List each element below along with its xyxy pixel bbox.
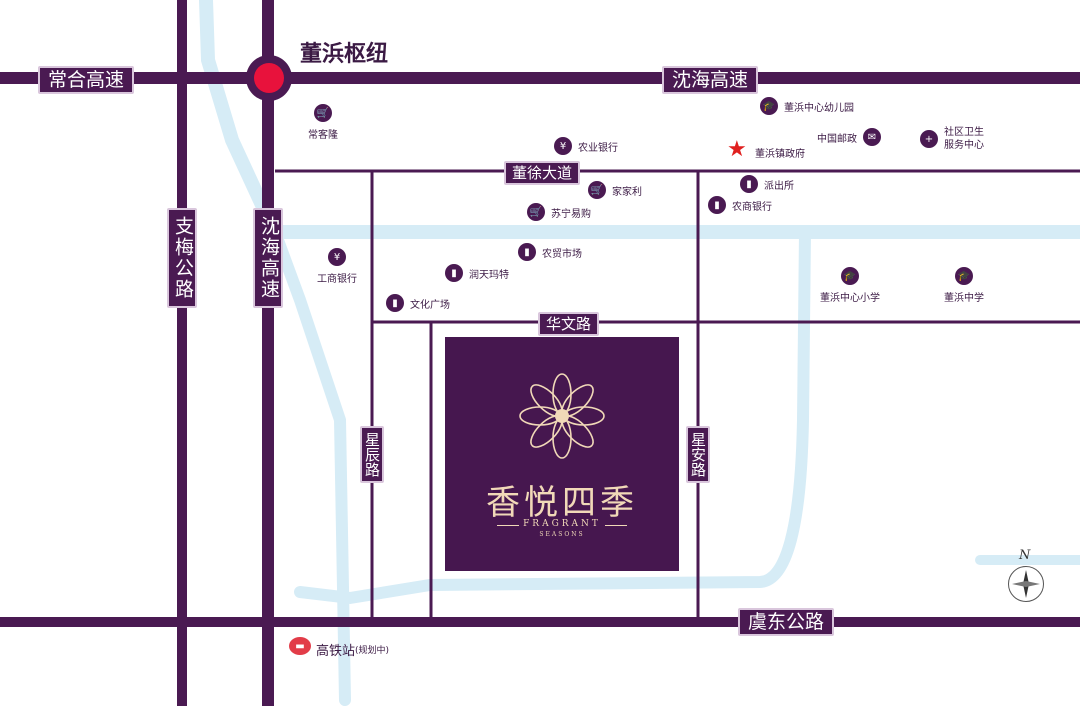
building-icon: ▮ xyxy=(445,264,463,282)
mortarboard-icon: 🎓 xyxy=(841,267,859,285)
label-zhimei: 支梅公路 xyxy=(167,208,197,308)
bank-icon: ¥ xyxy=(554,137,572,155)
poi-jiajiali: 🛒 家家利 xyxy=(588,181,642,199)
poi-nongye-bank: ¥ 农业银行 xyxy=(554,137,618,155)
poi-label: 家家利 xyxy=(612,186,642,198)
poi-label: 董浜中心小学 xyxy=(820,293,880,304)
poi-suning: 🛒 苏宁易购 xyxy=(527,203,591,221)
train-icon: ▬ xyxy=(289,637,311,655)
poi-label: 董浜镇政府 xyxy=(755,149,805,160)
poi-health-center: + 社区卫生服务中心 xyxy=(920,126,984,152)
river-loop xyxy=(294,226,811,605)
building-icon: ▮ xyxy=(708,196,726,214)
poi-label: 农贸市场 xyxy=(542,248,582,260)
poi-label: 董浜中心幼儿园 xyxy=(784,102,854,114)
poi-nongshang-bank: ▮ 农商银行 xyxy=(708,196,772,214)
poi-primary-school: 🎓 董浜中心小学 xyxy=(820,267,880,304)
river-main xyxy=(199,0,1080,239)
poi-label: 农商银行 xyxy=(732,201,772,213)
project-english-sub: SEASONS xyxy=(539,531,585,538)
project-english: FRAGRANT xyxy=(523,519,601,529)
cart-icon: 🛒 xyxy=(527,203,545,221)
poi-note: (规划中) xyxy=(355,646,390,656)
label-xingan: 星安路 xyxy=(686,426,710,483)
label-dongxu: 董徐大道 xyxy=(504,161,581,185)
poi-label: 派出所 xyxy=(764,180,794,192)
compass-north-label: N xyxy=(1019,548,1031,563)
divider-right xyxy=(605,525,627,526)
label-shenhai-vertical: 沈海高速 xyxy=(253,208,283,308)
poi-label: 董浜中学 xyxy=(944,293,984,304)
interchange-marker xyxy=(246,55,292,101)
poi-label: 社区卫生 xyxy=(944,127,984,138)
poi-label: 服务中心 xyxy=(944,140,984,151)
poi-label: 中国邮政 xyxy=(817,133,857,145)
divider-left xyxy=(497,525,519,526)
flower-logo-icon xyxy=(519,373,605,459)
project-block: 香悦四季 FRAGRANT SEASONS xyxy=(445,337,679,571)
poi-label: 润天玛特 xyxy=(469,269,509,281)
compass-icon xyxy=(1008,566,1044,602)
project-name: 香悦四季 xyxy=(486,483,638,523)
hub-title: 董浜枢纽 xyxy=(300,42,389,67)
poi-runtian: ▮ 润天玛特 xyxy=(445,264,509,282)
poi-label: 农业银行 xyxy=(578,142,618,154)
poi-kindergarten: 🎓 董浜中心幼儿园 xyxy=(760,97,854,115)
poi-culture: ▮ 文化广场 xyxy=(386,294,450,312)
label-shenhai-top: 沈海高速 xyxy=(662,66,759,94)
cross-icon: + xyxy=(920,130,938,148)
river-south xyxy=(269,226,351,706)
cart-icon: 🛒 xyxy=(588,181,606,199)
building-icon: ▮ xyxy=(740,175,758,193)
building-icon: ▮ xyxy=(518,243,536,261)
label-xingchen: 星辰路 xyxy=(360,426,384,483)
poi-label: 常客隆 xyxy=(308,130,338,141)
mortarboard-icon: 🎓 xyxy=(955,267,973,285)
poi-label: 工商银行 xyxy=(317,274,357,285)
poi-market: ▮ 农贸市场 xyxy=(518,243,582,261)
post-icon: ✉ xyxy=(863,128,881,146)
label-changhe: 常合高速 xyxy=(38,66,135,94)
building-icon: ▮ xyxy=(386,294,404,312)
cart-icon: 🛒 xyxy=(314,104,332,122)
label-yudong: 虞东公路 xyxy=(738,608,835,636)
poi-hsr: 高铁站 (规划中) xyxy=(316,640,389,659)
river-network xyxy=(199,0,1080,706)
poi-label: 苏宁易购 xyxy=(551,208,591,220)
poi-icbc: ¥ 工商银行 xyxy=(317,248,357,285)
bank-icon: ¥ xyxy=(328,248,346,266)
mortarboard-icon: 🎓 xyxy=(760,97,778,115)
poi-label: 文化广场 xyxy=(410,299,450,311)
poi-post: 中国邮政 ✉ xyxy=(817,128,881,146)
poi-gov: 董浜镇政府 xyxy=(755,145,805,160)
poi-police: ▮ 派出所 xyxy=(740,175,794,193)
minor-roads xyxy=(275,169,1080,618)
poi-changkelong: 🛒 常客隆 xyxy=(308,104,338,141)
poi-label: 高铁站 xyxy=(316,644,356,659)
star-icon: ★ xyxy=(727,137,747,162)
label-huawen: 华文路 xyxy=(538,312,600,336)
poi-middle-school: 🎓 董浜中学 xyxy=(944,267,984,304)
